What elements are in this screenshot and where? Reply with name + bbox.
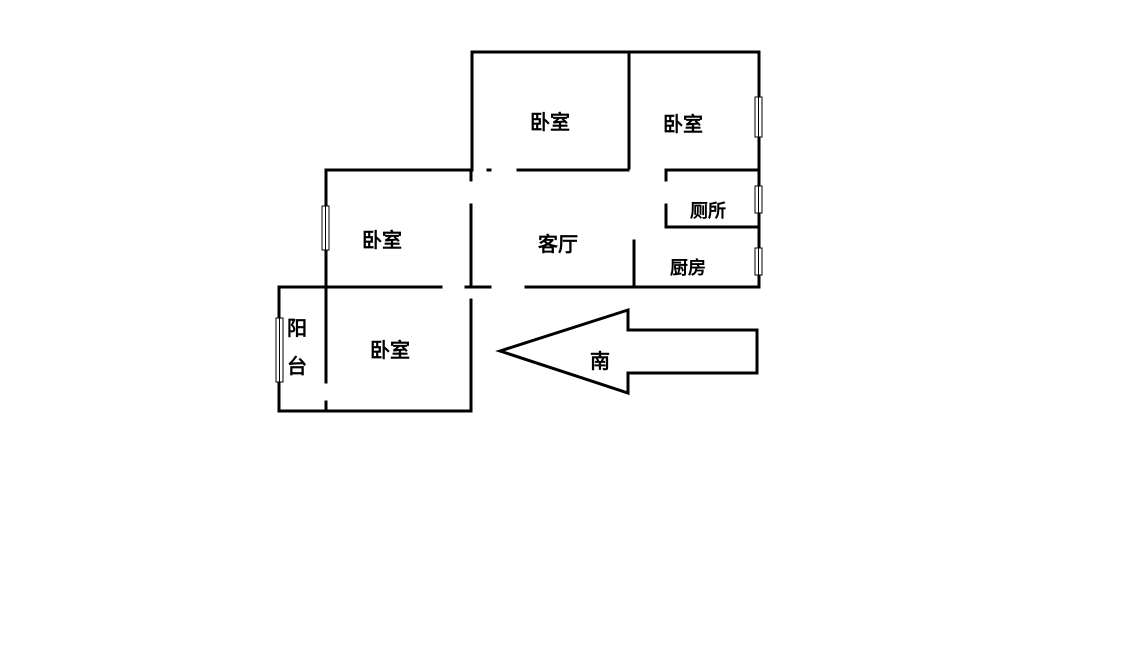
label-bedroom-bottom: 卧室 (370, 338, 410, 362)
south-arrow (495, 307, 759, 396)
label-bedroom-top-right: 卧室 (663, 112, 703, 136)
label-balcony-line1: 阳 (287, 316, 307, 340)
walls (277, 50, 761, 413)
label-toilet: 厕所 (690, 201, 726, 222)
label-bedroom-top-left: 卧室 (530, 110, 570, 134)
label-bedroom-mid-left: 卧室 (362, 228, 402, 252)
windows (275, 96, 763, 383)
label-living-room: 客厅 (537, 232, 578, 256)
label-balcony-line2: 台 (287, 354, 307, 378)
label-kitchen: 厨房 (670, 257, 706, 279)
label-south: 南 (590, 349, 610, 373)
